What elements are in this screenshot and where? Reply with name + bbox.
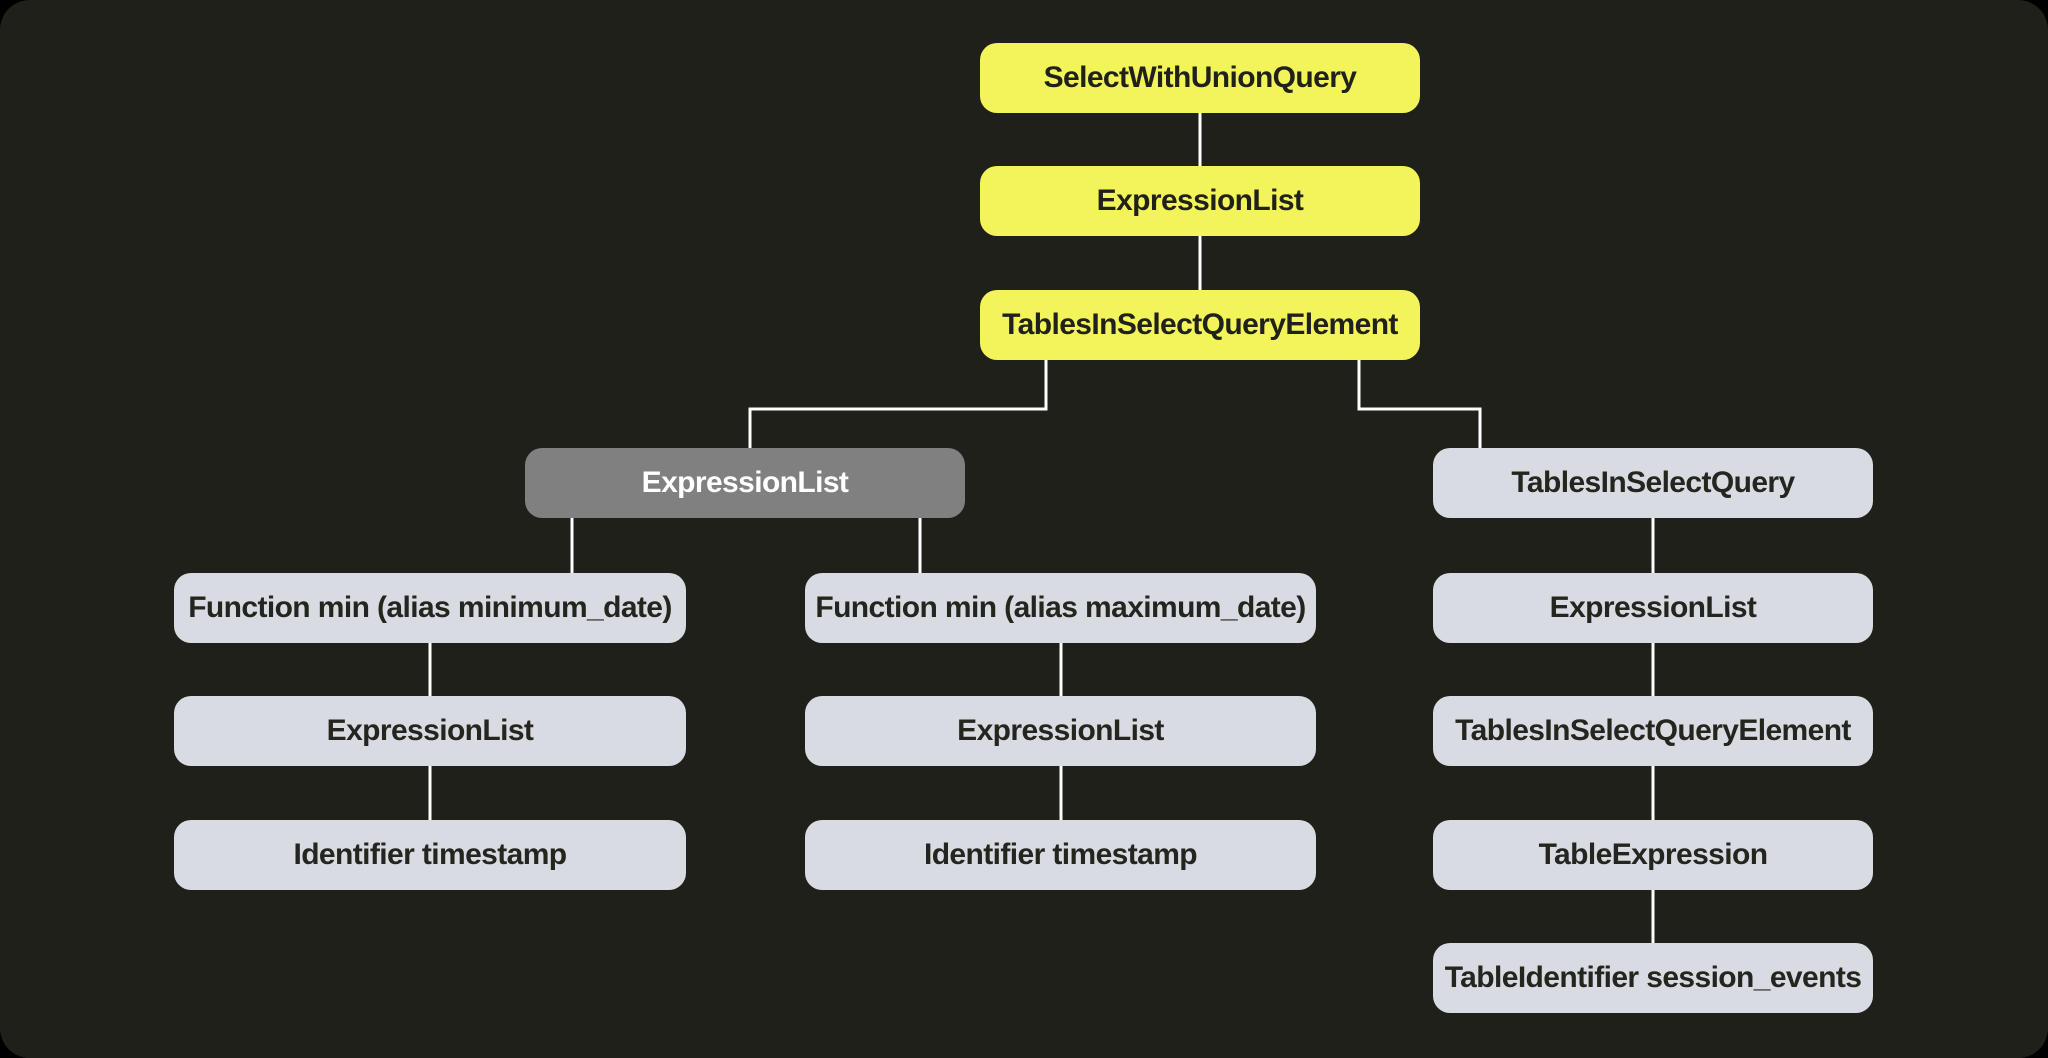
node-tables-in-select-query-element[interactable]: TablesInSelectQueryElement (980, 290, 1420, 360)
ast-node-label: ExpressionList (957, 714, 1164, 747)
tree-connector (748, 358, 1048, 450)
node-expression-list-root[interactable]: ExpressionList (980, 166, 1420, 236)
node-expression-list-middle[interactable]: ExpressionList (805, 696, 1316, 766)
ast-node-label: TableIdentifier session_events (1444, 961, 1862, 994)
node-expression-list-left[interactable]: ExpressionList (174, 696, 686, 766)
ast-node-label: Function min (alias minimum_date) (188, 591, 672, 624)
ast-node-label: ExpressionList (326, 714, 534, 747)
ast-node-label: ExpressionList (1549, 591, 1757, 624)
ast-node-label: TablesInSelectQueryElement (1455, 714, 1851, 747)
node-tables-in-select-query-element-right[interactable]: TablesInSelectQueryElement (1433, 696, 1873, 766)
ast-node-label: TableExpression (1538, 838, 1768, 871)
ast-node-label: SelectWithUnionQuery (1043, 61, 1357, 94)
ast-node-label: TablesInSelectQueryElement (1002, 308, 1398, 341)
node-identifier-timestamp-left[interactable]: Identifier timestamp (174, 820, 686, 890)
node-identifier-timestamp-middle[interactable]: Identifier timestamp (805, 820, 1316, 890)
node-expression-list-right[interactable]: ExpressionList (1433, 573, 1873, 643)
node-table-identifier-session-events[interactable]: TableIdentifier session_events (1433, 943, 1873, 1013)
ast-node-label: TablesInSelectQuery (1511, 466, 1795, 499)
node-expression-list-selected[interactable]: ExpressionList (525, 448, 965, 518)
ast-node-label: Identifier timestamp (293, 838, 567, 871)
ast-node-label: Function min (alias maximum_date) (815, 591, 1306, 624)
ast-node-label: Identifier timestamp (923, 838, 1198, 871)
node-function-min-minimum-date[interactable]: Function min (alias minimum_date) (174, 573, 686, 643)
ast-node-label: ExpressionList (1096, 184, 1304, 217)
node-tables-in-select-query[interactable]: TablesInSelectQuery (1433, 448, 1873, 518)
node-table-expression[interactable]: TableExpression (1433, 820, 1873, 890)
tree-connector (1357, 358, 1482, 450)
node-select-with-union-query[interactable]: SelectWithUnionQuery (980, 43, 1420, 113)
ast-node-label: ExpressionList (641, 466, 849, 499)
node-function-min-maximum-date[interactable]: Function min (alias maximum_date) (805, 573, 1316, 643)
